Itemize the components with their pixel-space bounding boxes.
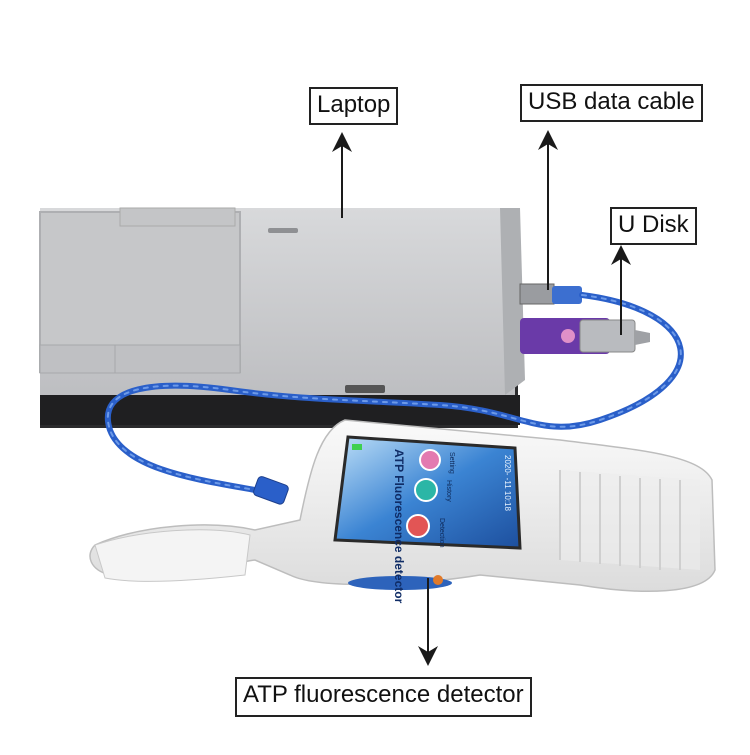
setting-icon [419,449,441,471]
u-disk [520,318,650,354]
menu-setting: Setting [448,452,455,474]
callout-laptop: Laptop [309,87,399,125]
device-screen: ATP Fluorescence detector Detection Hist… [333,435,522,604]
menu-detection: Detection [438,518,445,548]
menu-history: History [445,480,452,502]
detection-icon [406,514,430,538]
screen-date: 2020- -11 10:18 [503,455,512,511]
callout-u-disk: U Disk [610,207,697,245]
usb-plug [519,283,582,305]
history-icon [414,478,438,502]
screen-title: ATP Fluorescence detector [392,449,406,604]
callout-atp-fluorescence-detector: ATP fluorescence detector [235,677,532,717]
callout-usb-data-cable: USB data cable [520,84,703,122]
laptop [39,207,525,428]
